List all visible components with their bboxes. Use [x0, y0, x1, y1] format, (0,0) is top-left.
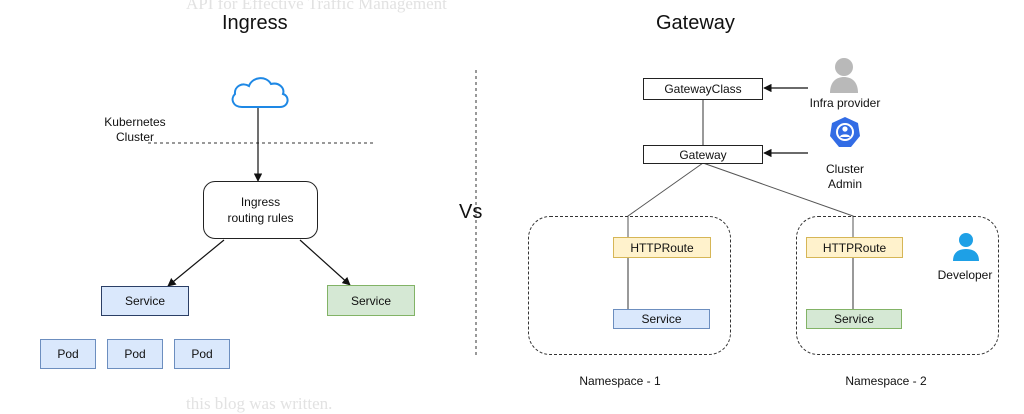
developer-label: Developer — [937, 268, 993, 282]
ingress-routing-line1: Ingress — [240, 195, 281, 209]
ingress-service-left: Service — [101, 286, 189, 316]
namespace-1-service: Service — [613, 309, 710, 329]
ingress-to-service-left-arrow — [167, 239, 225, 287]
ingress-service-right: Service — [327, 285, 415, 316]
pod-2: Pod — [107, 339, 163, 369]
cluster-label-line2: Cluster — [115, 130, 154, 144]
cluster-label-line1: Kubernetes — [104, 115, 166, 129]
httproute-2: HTTPRoute — [806, 237, 903, 258]
namespace-1-label: Namespace - 1 — [579, 374, 661, 388]
namespace-1-boundary — [528, 216, 731, 355]
namespace-2-boundary — [796, 216, 999, 355]
ingress-title: Ingress — [222, 12, 288, 34]
ingress-routing-rules-box: Ingress routing rules — [203, 181, 318, 239]
httproute-1: HTTPRoute — [613, 237, 711, 258]
cluster-admin-line1: Cluster — [825, 162, 864, 176]
namespace-2-service: Service — [806, 309, 902, 329]
background-text-bottom: this blog was written. — [186, 394, 333, 413]
ingress-to-service-right-arrow — [299, 239, 351, 286]
pod-1: Pod — [40, 339, 96, 369]
cluster-admin-shield-icon — [830, 117, 860, 147]
background-text-top: API for Effective Traffic Management — [186, 0, 447, 13]
pod-3: Pod — [174, 339, 230, 369]
gatewayclass-box: GatewayClass — [643, 78, 763, 100]
gateway-title: Gateway — [656, 12, 735, 34]
kubernetes-cluster-label: Kubernetes Cluster — [96, 115, 174, 145]
vs-label: Vs — [459, 201, 483, 223]
cloud-icon — [231, 77, 289, 108]
developer-icon — [953, 233, 979, 261]
cluster-admin-label: Cluster Admin — [805, 162, 885, 192]
cluster-admin-line2: Admin — [827, 177, 862, 191]
gateway-box: Gateway — [643, 145, 763, 164]
infra-provider-person-icon — [830, 58, 858, 93]
namespace-2-label: Namespace - 2 — [845, 374, 927, 388]
infra-provider-label: Infra provider — [809, 96, 881, 110]
ingress-routing-line2: routing rules — [227, 211, 294, 225]
